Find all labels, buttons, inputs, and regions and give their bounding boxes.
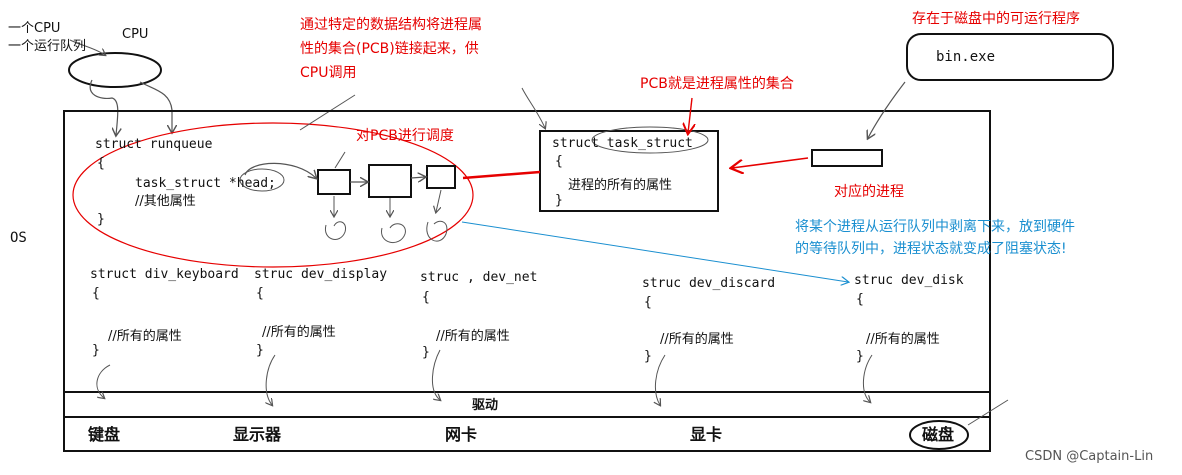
net-struct-comment: //所有的属性 [436, 329, 510, 344]
top-to-task-struct-arrow [521, 87, 545, 128]
keyboard-struct-comment: //所有的属性 [108, 329, 182, 344]
task-struct-decl: struct task_struct [552, 136, 693, 151]
display-struct-open: { [256, 286, 264, 301]
pcb-link-note-line-1: 通过特定的数据结构将进程属 [300, 17, 482, 33]
hardware-keyboard: 键盘 [88, 425, 121, 444]
schedule-pcb-note: 对PCB进行调度 [356, 128, 454, 144]
pcb-loop-1 [324, 221, 347, 240]
one-cpu-label: 一个CPU [8, 21, 61, 36]
discard-struct-decl: struc dev_discard [642, 276, 776, 291]
disk-ellipse [909, 420, 969, 450]
pcb-link-pointer [299, 94, 356, 131]
disk-pointer [967, 399, 1009, 426]
net-struct-open: { [422, 290, 430, 305]
display-struct-comment: //所有的属性 [262, 325, 336, 340]
task-struct-close-brace: } [555, 193, 563, 208]
block-note-line-2: 的等待队列中，进程状态就变成了阻塞状态! [795, 241, 1067, 257]
disk-struct-comment: //所有的属性 [866, 332, 940, 347]
runqueue-comment: //其他属性 [135, 194, 196, 209]
keyboard-struct-decl: struct div_keyboard [90, 267, 239, 282]
schedule-pointer [334, 151, 346, 169]
runqueue-red-ellipse [72, 122, 474, 268]
block-note-line-1: 将某个进程从运行队列中剥离下来，放到硬件 [795, 219, 1075, 235]
runqueue-close-brace: } [97, 212, 105, 227]
process-box [811, 149, 883, 167]
link-arrow-2 [410, 177, 425, 178]
pcb-link-note-line-3: CPU调用 [300, 65, 357, 81]
block-arrow [461, 221, 848, 282]
pcb-link-note-line-2: 性的集合(PCB)链接起来，供 [300, 41, 479, 57]
disk-program-note: 存在于磁盘中的可运行程序 [912, 11, 1080, 27]
cpu-to-runqueue-arrow [89, 79, 118, 135]
keyboard-driver-arrow [96, 364, 111, 398]
pcb-loop-3 [426, 220, 448, 242]
exe-to-process-arrow [868, 81, 906, 138]
exe-box [906, 33, 1114, 81]
one-run-queue-label: 一个运行队列 [8, 39, 87, 54]
discard-driver-arrow [655, 354, 666, 405]
disk-driver-arrow [863, 354, 873, 402]
os-label: OS [10, 230, 27, 246]
cpu-ellipse [68, 52, 162, 88]
runqueue-decl: struct runqueue [95, 137, 213, 152]
task-struct-box [539, 130, 719, 212]
task-struct-open-brace: { [555, 154, 563, 169]
watermark: CSDN @Captain-Lin [1025, 449, 1154, 464]
pcb-node-3 [426, 165, 456, 189]
discard-struct-open: { [644, 295, 652, 310]
hardware-display: 显示器 [233, 425, 282, 444]
pcb-down-3 [436, 189, 442, 212]
net-driver-arrow [432, 349, 440, 400]
discard-struct-close: } [644, 349, 652, 364]
keyboard-struct-open: { [92, 286, 100, 301]
display-driver-arrow [266, 354, 276, 405]
runqueue-open-brace: { [97, 156, 105, 171]
hardware-network-card: 网卡 [445, 425, 478, 444]
task-struct-body: 进程的所有的属性 [568, 178, 673, 193]
cpu-label: CPU [122, 27, 149, 42]
hardware-disk: 磁盘 [922, 425, 955, 444]
head-pointer-arrow [244, 162, 316, 178]
process-to-task-struct-arrow [732, 157, 809, 168]
pcb-node-2 [368, 164, 412, 198]
head-ellipse [239, 168, 285, 192]
disk-struct-close: } [856, 349, 864, 364]
task-struct-highlight [591, 126, 709, 154]
display-struct-close: } [256, 343, 264, 358]
cpu-to-runqueue-arrow-2 [139, 81, 172, 132]
discard-struct-comment: //所有的属性 [660, 332, 734, 347]
cpu-label-pointer [69, 39, 105, 55]
keyboard-struct-close: } [92, 343, 100, 358]
display-struct-decl: struc dev_display [254, 267, 388, 282]
driver-bar [63, 391, 991, 418]
hardware-bar [63, 416, 991, 452]
pcb-node-1 [317, 169, 351, 195]
pcb-is-set-note: PCB就是进程属性的集合 [640, 76, 794, 92]
driver-label: 驱动 [472, 398, 499, 413]
exe-name: bin.exe [936, 49, 996, 65]
pcb-label-pointer [688, 97, 692, 133]
corresponding-process-note: 对应的进程 [834, 184, 904, 200]
runqueue-head-field: task_struct *head; [135, 176, 276, 191]
net-struct-close: } [422, 345, 430, 360]
net-struct-decl: struc , dev_net [420, 270, 538, 285]
hardware-graphics-card: 显卡 [690, 425, 723, 444]
task-struct-to-pcb-arrow [462, 170, 541, 180]
disk-struct-open: { [856, 292, 864, 307]
disk-struct-decl: struc dev_disk [854, 273, 964, 288]
pcb-loop-2 [381, 223, 406, 243]
